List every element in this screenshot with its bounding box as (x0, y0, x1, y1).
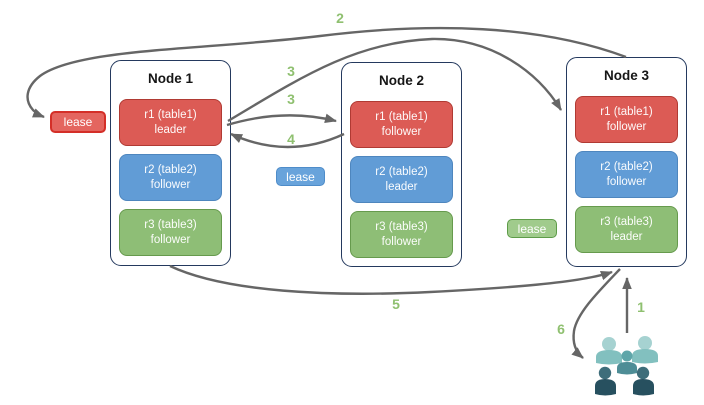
step-label-1: 1 (637, 299, 645, 315)
node-2: Node 2 r1 (table1) follower r2 (table2) … (341, 62, 462, 267)
lease-badge-green: lease (507, 219, 557, 238)
replica-label: r1 (table1) (144, 108, 197, 121)
node-2-replica-r1: r1 (table1) follower (350, 101, 453, 148)
replica-label: r3 (table3) (600, 215, 653, 228)
replica-role: follower (381, 235, 422, 248)
step-label-2: 2 (336, 10, 344, 26)
replica-role: follower (606, 120, 647, 133)
lease-badge-red: lease (50, 111, 106, 133)
arrow-step-5 (169, 264, 613, 295)
node-3-replica-r3: r3 (table3) leader (575, 206, 678, 253)
step-label-6: 6 (557, 321, 565, 337)
replica-role: leader (610, 230, 643, 243)
node-2-replica-r2: r2 (table2) leader (350, 156, 453, 203)
replica-role: follower (150, 233, 191, 246)
replica-label: r2 (table2) (375, 165, 428, 178)
node-3-replica-r1: r1 (table1) follower (575, 96, 678, 143)
step-label-4: 4 (287, 131, 295, 147)
arrow-step-3-to-node2 (226, 113, 337, 127)
node-2-replica-r3: r3 (table3) follower (350, 211, 453, 258)
users-icon (595, 336, 658, 396)
arrow-step-6 (571, 268, 621, 359)
node-3-replica-r2: r2 (table2) follower (575, 151, 678, 198)
lease-badge-blue: lease (276, 167, 325, 186)
node-1: Node 1 r1 (table1) leader r2 (table2) fo… (110, 60, 231, 266)
node-1-title: Node 1 (147, 71, 193, 86)
step-label-3-lower: 3 (287, 91, 295, 107)
step-label-3-upper: 3 (287, 63, 295, 79)
replica-role: follower (606, 175, 647, 188)
replica-label: r1 (table1) (600, 105, 653, 118)
replica-role: follower (150, 178, 191, 191)
step-label-5: 5 (392, 296, 400, 312)
node-1-replica-r3: r3 (table3) follower (119, 209, 222, 256)
replica-label: r2 (table2) (144, 163, 197, 176)
node-1-replica-r2: r2 (table2) follower (119, 154, 222, 201)
node-2-title: Node 2 (378, 73, 424, 88)
replica-label: r1 (table1) (375, 110, 428, 123)
replica-label: r3 (table3) (144, 218, 197, 231)
replica-label: r2 (table2) (600, 160, 653, 173)
node-3-title: Node 3 (603, 68, 649, 83)
replica-label: r3 (table3) (375, 220, 428, 233)
replica-role: leader (385, 180, 418, 193)
replica-role: leader (154, 123, 187, 136)
node-1-replica-r1: r1 (table1) leader (119, 99, 222, 146)
node-3: Node 3 r1 (table1) follower r2 (table2) … (566, 57, 687, 267)
replica-role: follower (381, 125, 422, 138)
